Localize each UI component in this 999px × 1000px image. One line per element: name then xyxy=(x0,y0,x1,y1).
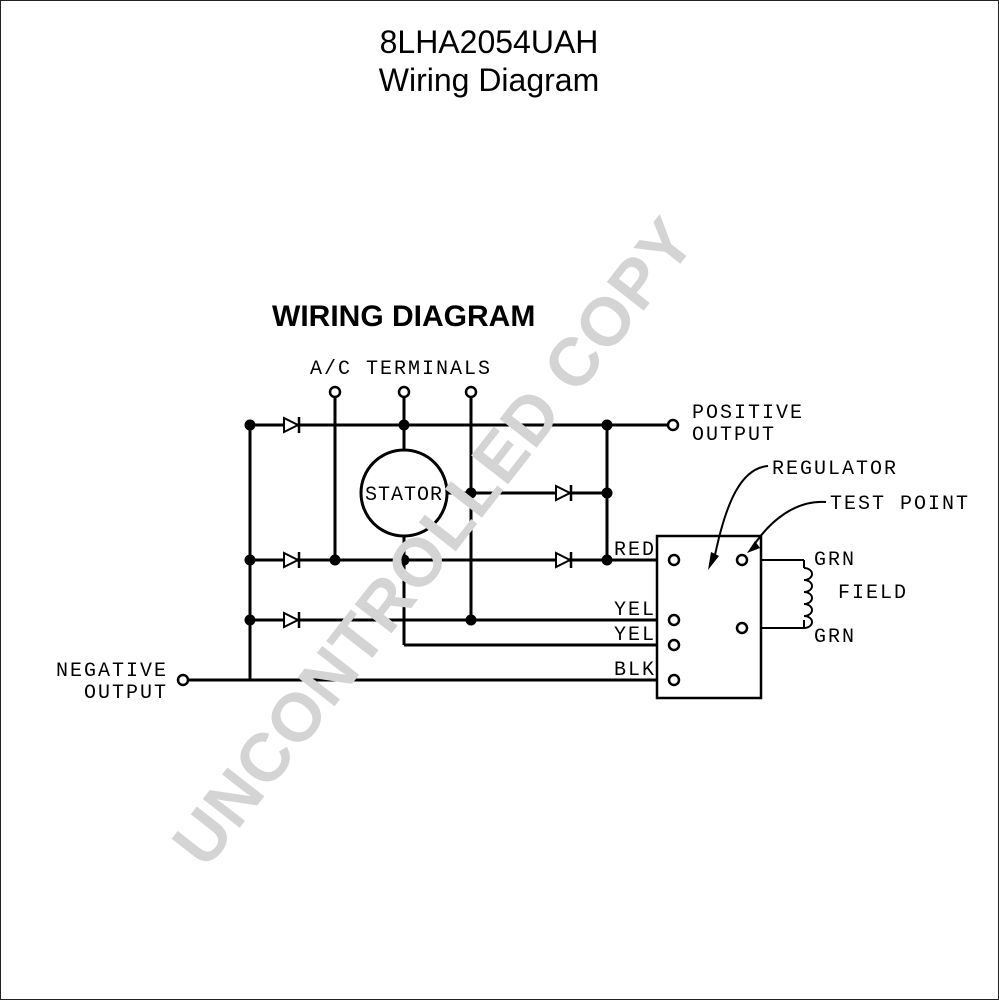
wire-label-grn-top: GRN xyxy=(814,549,856,572)
field-coil xyxy=(803,560,813,629)
negative-output-label: NEGATIVE xyxy=(56,660,168,683)
wires xyxy=(189,397,804,682)
ac-terminals xyxy=(328,385,478,399)
diode xyxy=(283,416,301,434)
diodes xyxy=(283,416,573,629)
title-block: 8LHA2054UAH Wiring Diagram xyxy=(1,23,977,99)
test-point-label: TEST POINT xyxy=(830,493,970,516)
positive-output-label-2: OUTPUT xyxy=(692,424,776,447)
junctions xyxy=(244,419,613,626)
positive-output-terminal xyxy=(666,418,680,432)
negative-output-terminal xyxy=(176,673,190,687)
stator-label: STATOR xyxy=(365,484,443,507)
diode xyxy=(555,551,573,569)
diagram-heading: WIRING DIAGRAM xyxy=(272,300,535,333)
diode xyxy=(555,484,573,502)
positive-output-label: POSITIVE xyxy=(692,402,804,425)
regulator xyxy=(655,465,827,700)
test-point-terminal xyxy=(735,553,749,567)
field-label: FIELD xyxy=(838,582,908,605)
wire-label-blk: BLK xyxy=(614,659,656,682)
negative-output-label-2: OUTPUT xyxy=(84,682,168,705)
ac-terminal xyxy=(464,385,478,399)
stator: STATOR xyxy=(359,448,449,538)
ac-terminal xyxy=(397,385,411,399)
ac-terminals-label: A/C TERMINALS xyxy=(310,358,492,381)
wire-label-yel-2: YEL xyxy=(614,624,656,647)
model-title: 8LHA2054UAH xyxy=(379,24,599,60)
diode xyxy=(283,611,301,629)
wire-label-yel: YEL xyxy=(614,599,656,622)
diagram-subtitle: Wiring Diagram xyxy=(378,62,600,98)
wire-label-red: RED xyxy=(614,539,656,562)
ac-terminal xyxy=(328,385,342,399)
wire-label-grn-bottom: GRN xyxy=(814,626,856,649)
regulator-label: REGULATOR xyxy=(772,458,898,481)
diode xyxy=(283,551,301,569)
